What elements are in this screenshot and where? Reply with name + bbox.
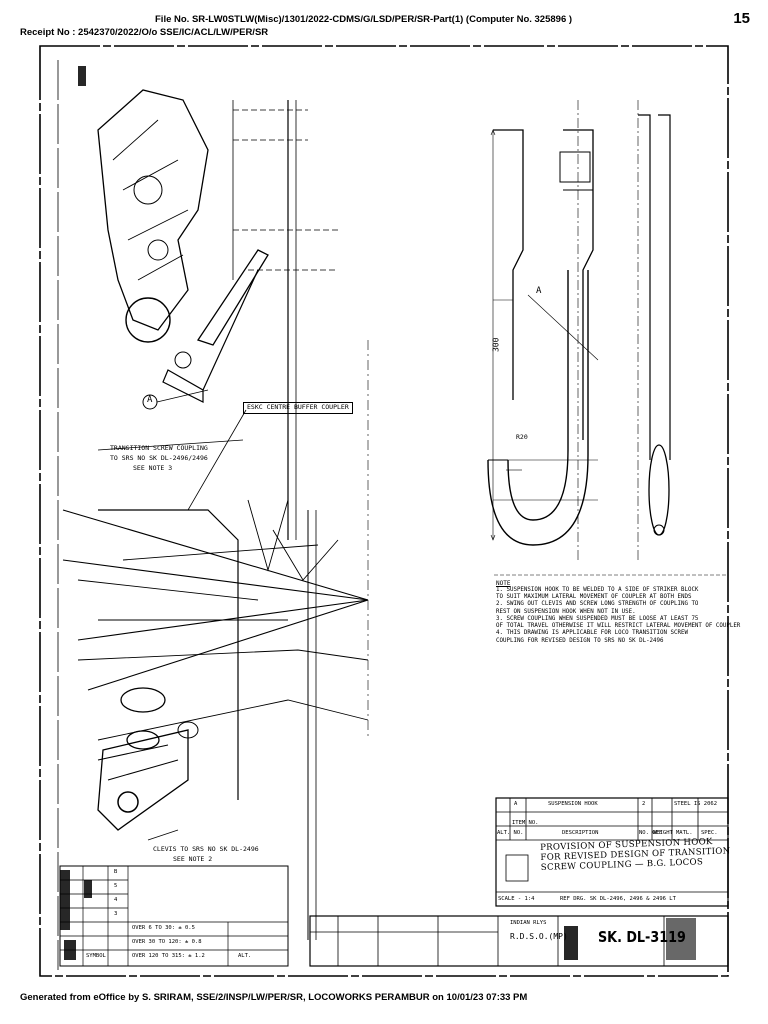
callout-clevis-1: CLEVIS TO SRS NO SK DL-2496 bbox=[153, 845, 259, 853]
note-line: 4. THIS DRAWING IS APPLICABLE FOR LOCO T… bbox=[496, 630, 688, 637]
revision-row: B bbox=[114, 869, 118, 875]
tolerance-footer-symbol: SYMBOL bbox=[86, 953, 106, 959]
revision-row: 5 bbox=[114, 883, 118, 889]
tolerance-footer-alt: ALT. bbox=[238, 953, 252, 959]
drawing-linework bbox=[39, 45, 729, 977]
note-line: REST ON SUSPENSION HOOK WHEN NOT IN USE. bbox=[496, 608, 636, 615]
parts-header-spec: SPEC. bbox=[701, 830, 718, 836]
eoffice-footer: Generated from eOffice by S. SRIRAM, SSE… bbox=[20, 992, 528, 1003]
tolerance-row: OVER 120 TO 315: ± 1.2 bbox=[132, 953, 205, 959]
dimension-r20: R20 bbox=[516, 433, 528, 441]
parts-material: STEEL IS 2062 bbox=[674, 801, 718, 807]
scale-label: SCALE - 1:4 bbox=[498, 896, 535, 902]
rdso-label: R.D.S.O.(MP) bbox=[510, 932, 568, 941]
receipt-number-header: Receipt No : 2542370/2022/O/o SSE/IC/ACL… bbox=[20, 27, 269, 38]
note-line: COUPLING FOR REVISED DESIGN TO SRS NO SK… bbox=[496, 637, 664, 644]
dimension-300: 300 bbox=[491, 337, 501, 353]
revision-row: 4 bbox=[114, 897, 118, 903]
callout-clevis-2: SEE NOTE 2 bbox=[173, 855, 213, 863]
parts-description: SUSPENSION HOOK bbox=[548, 801, 598, 807]
drawing-number: SK. DL-3119 bbox=[598, 928, 686, 946]
callout-transition-1: TRANSITION SCREW COUPLING bbox=[110, 444, 208, 452]
parts-header-alt: ALT. NO. bbox=[497, 830, 524, 836]
label-a-left: A bbox=[147, 395, 153, 405]
note-line: 3. SCREW COUPLING WHEN SUSPENDED MUST BE… bbox=[496, 615, 699, 622]
note-line: OF TOTAL TRAVEL OTHERWISE IT WILL RESTRI… bbox=[496, 623, 741, 630]
note-line: 2. SWING OUT CLEVIS AND SCREW LONG STREN… bbox=[496, 601, 699, 608]
notes-title: NOTE bbox=[496, 580, 511, 587]
parts-header-weight: WEIGHT bbox=[653, 830, 673, 836]
parts-header-item: ITEM NO. bbox=[512, 820, 539, 826]
page-number: 15 bbox=[733, 10, 750, 27]
note-line: TO SUIT MAXIMUM LATERAL MOVEMENT OF COUP… bbox=[496, 594, 692, 601]
parts-header-description: DESCRIPTION bbox=[562, 830, 599, 836]
tolerance-row: OVER 6 TO 30: ± 0.5 bbox=[132, 925, 195, 931]
callout-cbc: ESKC CENTRE BUFFER COUPLER bbox=[243, 402, 353, 414]
callout-transition-3: SEE NOTE 3 bbox=[133, 464, 173, 472]
label-a-right: A bbox=[536, 286, 542, 296]
revision-row: 3 bbox=[114, 911, 118, 917]
callout-transition-2: TO SRS NO SK DL-2496/2496 bbox=[110, 454, 208, 462]
indian-railways-label: INDIAN RLYS bbox=[510, 920, 547, 926]
ref-drawings: REF DRG. SK DL-2496, 2496 & 2496 LT bbox=[560, 896, 676, 902]
parts-item-no: A bbox=[514, 801, 518, 807]
parts-header-matl: MATL. bbox=[676, 830, 693, 836]
tolerance-row: OVER 30 TO 120: ± 0.8 bbox=[132, 939, 202, 945]
drawing-notes: NOTE 1. SUSPENSION HOOK TO BE WELDED TO … bbox=[496, 580, 741, 645]
parts-header-qty: NO. OFF bbox=[639, 830, 663, 836]
file-number-header: File No. SR-LW0STLW(Misc)/1301/2022-CDMS… bbox=[155, 14, 573, 25]
note-line: 1. SUSPENSION HOOK TO BE WELDED TO A SID… bbox=[496, 587, 699, 593]
parts-quantity: 2 bbox=[642, 801, 646, 807]
engineering-drawing: ESKC CENTRE BUFFER COUPLER TRANSITION SC… bbox=[38, 40, 741, 980]
